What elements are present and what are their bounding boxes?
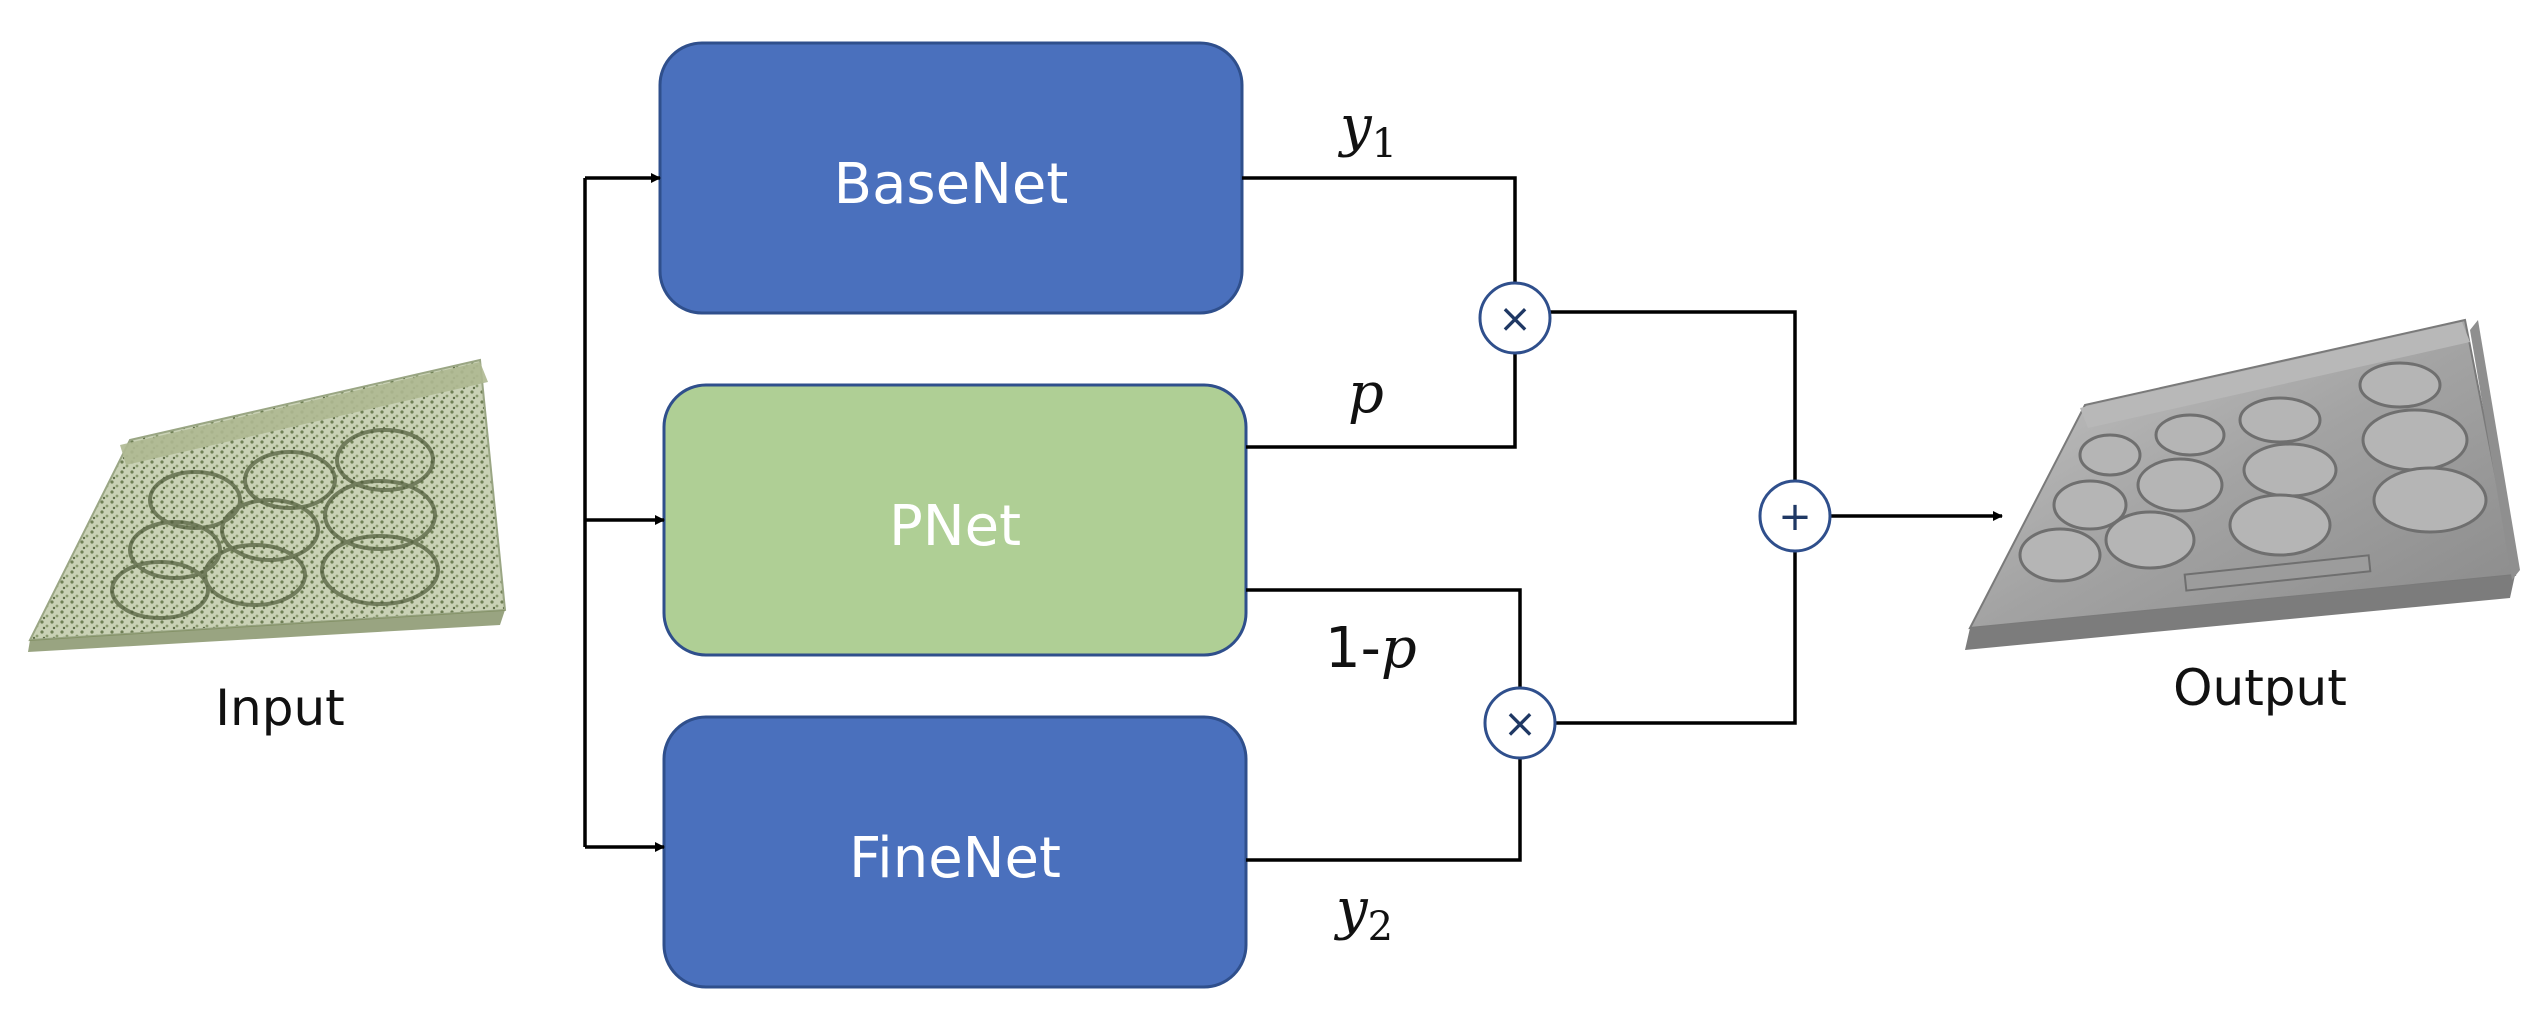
- pnet-one-minus-p-wire: [1246, 588, 1522, 688]
- svg-text:y2: y2: [1333, 877, 1393, 950]
- input-fanout-lines: [583, 173, 665, 852]
- one-minus-var: p: [1381, 616, 1417, 681]
- pnet-block: PNet: [662, 383, 1248, 657]
- multiply-top-to-add-wire: [1550, 310, 1797, 480]
- output-mesh-icon: [1965, 318, 2520, 650]
- output-caption: Output: [2173, 659, 2347, 717]
- y2-sub: 2: [1368, 904, 1393, 950]
- signal-p-label: p: [1348, 361, 1384, 426]
- input-point-cloud-icon: [28, 358, 507, 652]
- multiply-top-operator: ×: [1478, 281, 1552, 355]
- finenet-label: FineNet: [849, 826, 1061, 891]
- pnet-p-wire: [1246, 353, 1517, 449]
- signal-y1-label: y1: [1337, 94, 1397, 167]
- signal-y2-label: y2: [1333, 877, 1393, 950]
- finenet-block: FineNet: [662, 715, 1248, 989]
- one-minus-prefix: 1-: [1325, 616, 1381, 681]
- pnet-label: PNet: [889, 494, 1021, 559]
- multiply-bottom-symbol: ×: [1503, 701, 1537, 747]
- basenet-block: BaseNet: [658, 41, 1244, 315]
- multiply-top-symbol: ×: [1498, 296, 1532, 342]
- y2-var: y: [1333, 877, 1369, 942]
- p-var: p: [1348, 361, 1384, 426]
- add-operator: +: [1758, 479, 1832, 553]
- multiply-bottom-operator: ×: [1483, 686, 1557, 760]
- finenet-output-wire: [1246, 758, 1522, 862]
- svg-text:y1: y1: [1337, 94, 1397, 167]
- add-symbol: +: [1778, 494, 1812, 540]
- basenet-output-wire: [1242, 176, 1517, 283]
- signal-one-minus-p-label: 1-p: [1325, 616, 1417, 681]
- y1-var: y: [1337, 94, 1373, 159]
- y1-sub: 1: [1372, 121, 1397, 167]
- multiply-bottom-to-add-wire: [1555, 550, 1797, 725]
- svg-text:1-p: 1-p: [1325, 616, 1417, 681]
- input-caption: Input: [215, 679, 344, 737]
- basenet-label: BaseNet: [834, 152, 1069, 217]
